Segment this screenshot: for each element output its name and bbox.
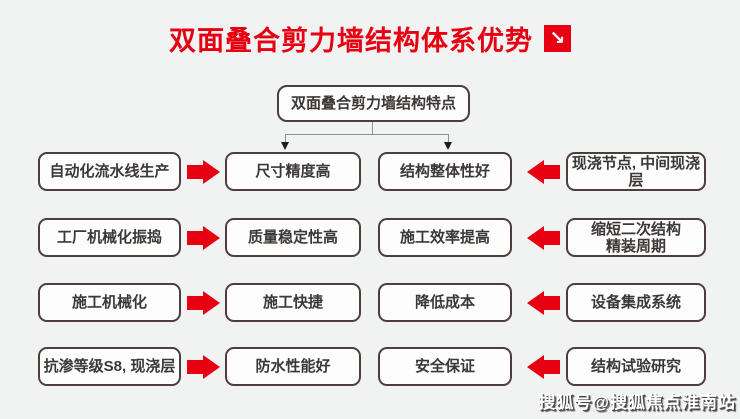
box-label: 现浇节点, 中间现浇层 — [571, 154, 701, 189]
arrowhead-down-right-icon — [444, 142, 452, 150]
box-label: 抗渗等级S8, 现浇层 — [43, 358, 176, 375]
page-title: 双面叠合剪力墙结构体系优势 — [169, 25, 533, 56]
arrow-right-icon — [187, 291, 220, 315]
source-box-left: 抗渗等级S8, 现浇层 — [38, 347, 181, 386]
box-label: 工厂机械化振捣 — [56, 229, 162, 246]
title-bar: 双面叠合剪力墙结构体系优势 ↘ — [0, 20, 740, 56]
feature-box-right: 施工效率提高 — [378, 218, 512, 257]
box-label: 安全保证 — [414, 358, 475, 375]
arrow-tail — [187, 165, 203, 179]
box-label: 设备集成系统 — [590, 294, 681, 311]
arrow-left-icon — [527, 291, 560, 315]
arrow-head — [203, 160, 220, 184]
feature-box-left: 防水性能好 — [225, 347, 361, 386]
arrow-left-icon — [527, 160, 560, 184]
arrow-head — [527, 226, 544, 250]
box-label: 缩短二次结构 精装周期 — [590, 220, 681, 255]
feature-box-left: 施工快捷 — [225, 283, 361, 322]
arrow-tail — [544, 360, 560, 374]
arrow-left-icon — [527, 355, 560, 379]
box-label: 结构试验研究 — [590, 358, 681, 375]
arrow-left-icon — [527, 226, 560, 250]
box-label: 质量稳定性高 — [247, 229, 338, 246]
box-label: 结构整体性好 — [399, 163, 490, 180]
arrow-tail — [187, 296, 203, 310]
box-label: 施工效率提高 — [399, 229, 490, 246]
watermark: 搜狐号@搜狐焦点淮南站 — [538, 393, 736, 412]
arrow-head — [527, 291, 544, 315]
arrow-head — [527, 160, 544, 184]
arrow-right-icon — [187, 226, 220, 250]
arrow-head — [203, 355, 220, 379]
box-label: 防水性能好 — [255, 358, 331, 375]
arrow-tail — [544, 165, 560, 179]
connector-drop-left — [285, 134, 286, 143]
arrow-right-icon — [187, 355, 220, 379]
arrow-right-icon — [187, 160, 220, 184]
feature-box-right: 安全保证 — [378, 347, 512, 386]
box-label: 施工快捷 — [262, 294, 323, 311]
source-box-right: 现浇节点, 中间现浇层 — [566, 152, 706, 191]
arrow-down-right-icon: ↘ — [544, 24, 571, 52]
box-label: 尺寸精度高 — [255, 163, 331, 180]
arrow-head — [203, 226, 220, 250]
feature-box-left: 质量稳定性高 — [225, 218, 361, 257]
source-box-left: 自动化流水线生产 — [38, 152, 181, 191]
root-node: 双面叠合剪力墙结构特点 — [277, 85, 470, 122]
box-label: 自动化流水线生产 — [49, 163, 170, 180]
connector-stem — [372, 122, 373, 135]
arrow-head — [527, 355, 544, 379]
source-box-right: 缩短二次结构 精装周期 — [566, 218, 706, 257]
source-box-right: 设备集成系统 — [566, 283, 706, 322]
feature-box-left: 尺寸精度高 — [225, 152, 361, 191]
root-node-label: 双面叠合剪力墙结构特点 — [290, 95, 456, 112]
box-label: 降低成本 — [414, 294, 475, 311]
source-box-right: 结构试验研究 — [566, 347, 706, 386]
feature-box-right: 降低成本 — [378, 283, 512, 322]
source-box-left: 施工机械化 — [38, 283, 181, 322]
arrow-head — [203, 291, 220, 315]
source-box-left: 工厂机械化振捣 — [38, 218, 181, 257]
box-label: 施工机械化 — [71, 294, 147, 311]
connector-horizontal — [285, 134, 449, 135]
arrow-tail — [187, 360, 203, 374]
arrowhead-down-left-icon — [281, 142, 289, 150]
arrow-tail — [544, 296, 560, 310]
arrow-tail — [544, 231, 560, 245]
arrow-tail — [187, 231, 203, 245]
feature-box-right: 结构整体性好 — [378, 152, 512, 191]
connector-drop-right — [448, 134, 449, 143]
